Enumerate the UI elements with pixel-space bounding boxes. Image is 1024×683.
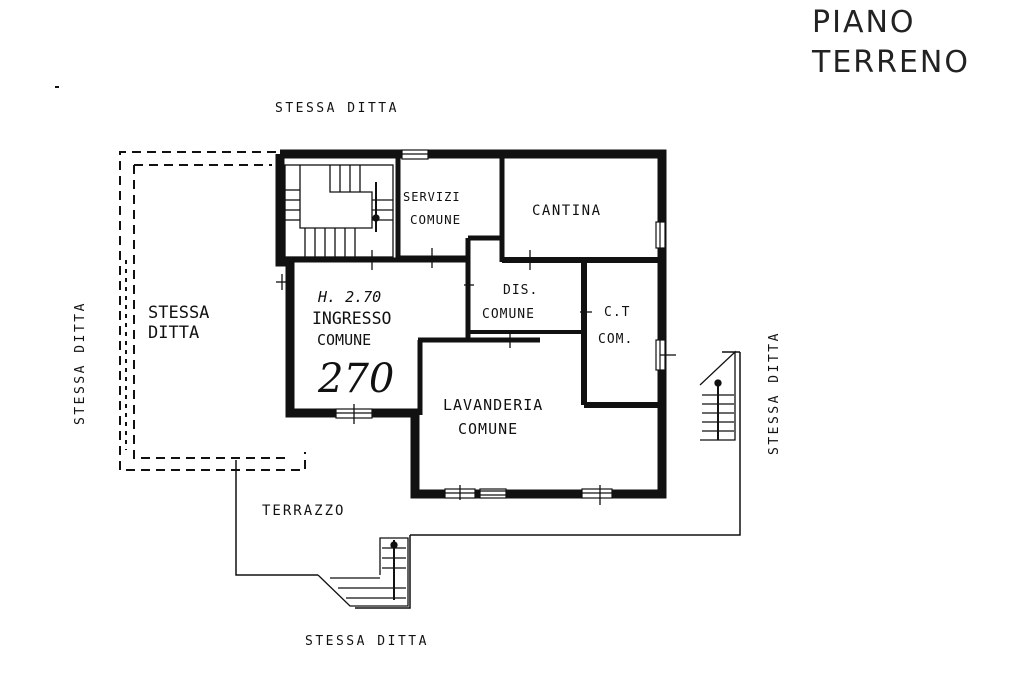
ingresso-handwritten-height: 270 xyxy=(317,356,394,402)
plan-title-line1: PIANO xyxy=(812,5,916,40)
annex-dashed-outline xyxy=(119,151,306,471)
dis-label-line1: DIS. xyxy=(503,283,538,298)
plan-title-line2: TERRENO xyxy=(811,45,970,80)
neighbor-bottom-label: STESSA DITTA xyxy=(305,634,429,649)
lavanderia-label-line2: COMUNE xyxy=(458,420,518,438)
annex-label-line1: STESSA xyxy=(148,303,209,323)
cantina-label: CANTINA xyxy=(532,203,602,219)
external-stair-right xyxy=(699,350,736,441)
internal-stair xyxy=(284,164,394,258)
lavanderia-label-line1: LAVANDERIA xyxy=(443,396,543,414)
ingresso-label-line1: INGRESSO xyxy=(312,309,391,328)
speck xyxy=(55,86,59,88)
terrazzo-outline xyxy=(235,351,741,609)
neighbor-top-label: STESSA DITTA xyxy=(275,101,399,116)
annex-label-line2: DITTA xyxy=(148,323,199,343)
external-stair-bottom xyxy=(317,537,409,607)
neighbor-right-label: STESSA DITTA xyxy=(767,331,782,455)
servizi-label-line1: SERVIZI xyxy=(403,190,461,204)
ingresso-label-line2: COMUNE xyxy=(317,331,371,349)
ct-label-line1: C.T xyxy=(604,305,630,320)
terrazzo-label: TERRAZZO xyxy=(262,503,345,519)
servizi-label-line2: COMUNE xyxy=(410,212,461,227)
ingresso-height-label: H. 2.70 xyxy=(317,288,381,306)
door-marks xyxy=(276,248,676,505)
ct-label-line2: COM. xyxy=(598,332,633,347)
neighbor-left-label: STESSA DITTA xyxy=(73,301,88,425)
dis-label-line2: COMUNE xyxy=(482,307,535,322)
